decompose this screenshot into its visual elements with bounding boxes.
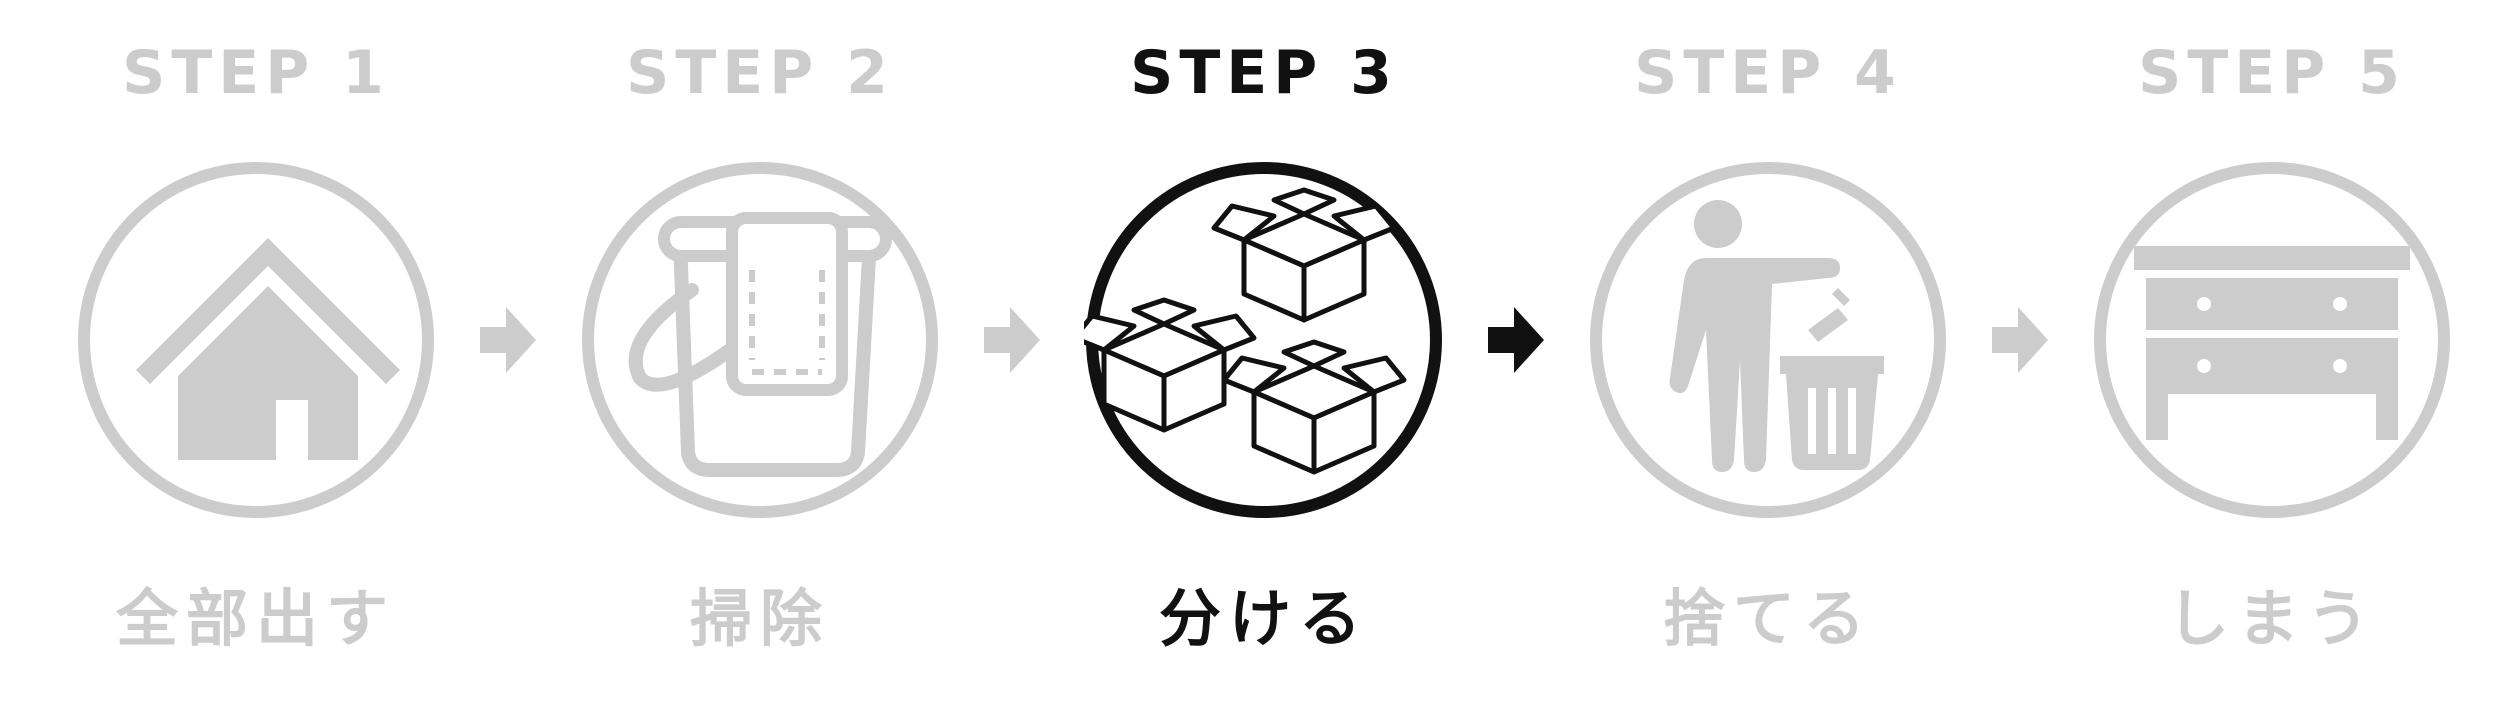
step-2: STEP 2 掃除	[570, 0, 950, 726]
bucket-towel-icon	[582, 162, 938, 518]
arrow-right-icon	[1992, 307, 2048, 373]
step-label: STEP 2	[626, 38, 894, 108]
step-4: STEP 4 捨てる	[1578, 0, 1958, 726]
step-caption: 捨てる	[1662, 582, 1873, 655]
house-icon	[78, 162, 434, 518]
boxes-icon	[1084, 162, 1442, 518]
trash-disposal-icon	[1590, 162, 1946, 518]
step-1: STEP 1 全部出す	[66, 0, 446, 726]
step-label: STEP 5	[2138, 38, 2406, 108]
step-label: STEP 1	[122, 38, 390, 108]
step-label: STEP 4	[1634, 38, 1902, 108]
arrow-right-icon	[984, 307, 1040, 373]
arrow-right-icon	[480, 307, 536, 373]
step-caption: 全部出す	[115, 582, 396, 655]
step-caption: 掃除	[689, 582, 830, 655]
step-3: STEP 3	[1074, 0, 1454, 726]
step-5: STEP 5 しまう	[2082, 0, 2462, 726]
arrow-right-icon	[1488, 307, 1544, 373]
step-label: STEP 3	[1130, 38, 1398, 108]
dresser-icon	[2094, 162, 2450, 518]
step-caption: しまう	[2166, 582, 2377, 655]
step-caption: 分ける	[1158, 582, 1369, 655]
